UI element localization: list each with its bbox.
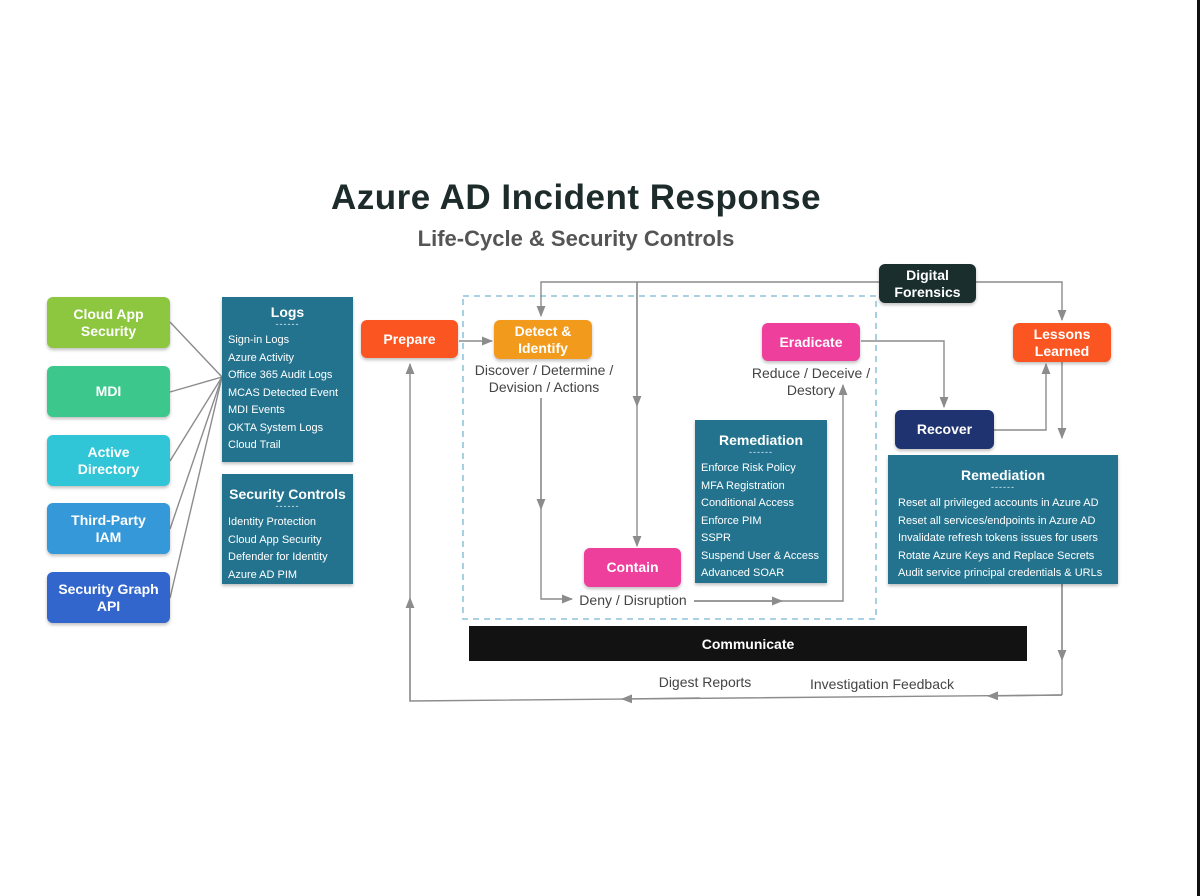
source-label: Cloud App Security xyxy=(73,305,144,339)
source-label: Security Graph API xyxy=(58,580,159,614)
security-controls-item: Azure AD PIM xyxy=(228,568,298,581)
remediation-right-heading: Remediation xyxy=(960,467,1045,483)
connector-source-3 xyxy=(169,376,223,462)
remediation-right-item: Invalidate refresh tokens issues for use… xyxy=(898,532,1098,544)
remediation-center-item: Enforce Risk Policy xyxy=(701,462,796,474)
remediation-center-item: Advanced SOAR xyxy=(701,567,785,579)
security-controls-panel: Security Controls ------ Identity Protec… xyxy=(222,474,353,584)
source-label: Third-Party IAM xyxy=(71,511,146,545)
remediation-center-divider: ------ xyxy=(749,447,773,457)
source-third-party-iam: Third-Party IAM xyxy=(47,503,170,554)
logs-panel: Logs ------ Sign-in Logs Azure Activity … xyxy=(222,297,353,462)
phase-contain-label: Contain xyxy=(606,559,659,575)
logs-item: Azure Activity xyxy=(228,351,295,364)
remediation-center-item: MFA Registration xyxy=(701,479,785,492)
connector-source-5 xyxy=(169,376,223,599)
security-controls-divider: ------ xyxy=(275,501,300,511)
arrow-forensics-detect xyxy=(536,281,880,318)
arrow-mark-feedback-mid xyxy=(620,694,701,704)
logs-item: MDI Events xyxy=(228,404,285,416)
phase-prepare: Prepare xyxy=(361,320,458,358)
phase-detect-label: Detect & Identify xyxy=(514,322,572,356)
diagram-title: Azure AD Incident Response xyxy=(330,178,822,217)
security-controls-item: Identity Protection xyxy=(228,516,317,528)
phase-recover: Recover xyxy=(895,410,994,449)
source-mdi: MDI xyxy=(47,366,170,417)
phase-contain: Contain xyxy=(584,548,681,587)
logs-heading: Logs xyxy=(270,304,305,320)
source-label: MDI xyxy=(95,383,122,399)
logs-item: Sign-in Logs xyxy=(228,334,290,346)
remediation-right-panel: Remediation ------ Reset all privileged … xyxy=(888,455,1118,584)
investigation-feedback-label: Investigation Feedback xyxy=(810,676,954,692)
source-active-directory: Active Directory xyxy=(47,435,170,486)
remediation-center-item: SSPR xyxy=(701,532,731,544)
remediation-right-divider: ------ xyxy=(991,482,1015,492)
logs-item: Office 365 Audit Logs xyxy=(228,369,333,381)
security-controls-heading: Security Controls xyxy=(229,486,346,502)
source-label: Active Directory xyxy=(77,443,140,477)
detect-sublabel: Discover / Determine / Devision / Action… xyxy=(474,362,614,395)
phase-forensics-label: Digital Forensics xyxy=(894,266,961,300)
phase-prepare-label: Prepare xyxy=(383,330,436,347)
diagram-subtitle: Life-Cycle & Security Controls xyxy=(417,226,735,251)
eradicate-sublabel: Reduce / Deceive / Destory xyxy=(751,365,871,398)
digest-reports-label: Digest Reports xyxy=(658,674,752,690)
remediation-center-item: Enforce PIM xyxy=(701,514,762,527)
security-controls-item: Cloud App Security xyxy=(228,533,322,546)
remediation-center-item: Suspend User & Access xyxy=(701,549,820,562)
remediation-right-item: Audit service principal credentials & UR… xyxy=(898,567,1103,579)
arrow-eradicate-recover xyxy=(861,340,949,409)
window-edge xyxy=(1197,0,1200,896)
arrow-forensics-lessons xyxy=(975,281,1067,322)
contain-sublabel: Deny / Disruption xyxy=(579,592,687,608)
remediation-center-panel: Remediation ------ Enforce Risk Policy M… xyxy=(695,420,827,583)
phase-digital-forensics: Digital Forensics xyxy=(879,264,976,303)
remediation-center-item: Conditional Access xyxy=(701,497,794,509)
phase-detect-identify: Detect & Identify xyxy=(494,320,592,359)
remediation-center-heading: Remediation xyxy=(718,432,803,448)
remediation-right-item: Reset all privileged accounts in Azure A… xyxy=(898,497,1099,509)
arrow-detect-deny xyxy=(540,398,574,604)
logs-item: MCAS Detected Event xyxy=(228,386,339,399)
phase-eradicate: Eradicate xyxy=(762,323,860,361)
arrow-recover-lessons xyxy=(994,362,1051,431)
source-security-graph-api: Security Graph API xyxy=(47,572,170,623)
source-cloud-app-security: Cloud App Security xyxy=(47,297,170,348)
connector-source-4 xyxy=(169,376,223,530)
logs-item: OKTA System Logs xyxy=(228,421,324,434)
phase-recover-label: Recover xyxy=(916,421,973,437)
remediation-right-item: Reset all services/endpoints in Azure AD xyxy=(898,514,1096,527)
connector-source-1 xyxy=(169,321,223,378)
remediation-right-item: Rotate Azure Keys and Replace Secrets xyxy=(898,549,1095,562)
phase-lessons-label: Lessons Learned xyxy=(1033,325,1091,359)
logs-divider: ------ xyxy=(275,319,300,329)
security-controls-item: Defender for Identity xyxy=(228,551,328,563)
communicate-bar: Communicate xyxy=(469,626,1027,661)
connector-source-2 xyxy=(169,376,223,393)
phase-lessons-learned: Lessons Learned xyxy=(1013,323,1111,362)
logs-item: Cloud Trail xyxy=(228,439,281,451)
response-phase-frame xyxy=(462,295,877,620)
arrow-mark-feedback-right xyxy=(986,691,1063,701)
phase-eradicate-label: Eradicate xyxy=(779,333,843,350)
